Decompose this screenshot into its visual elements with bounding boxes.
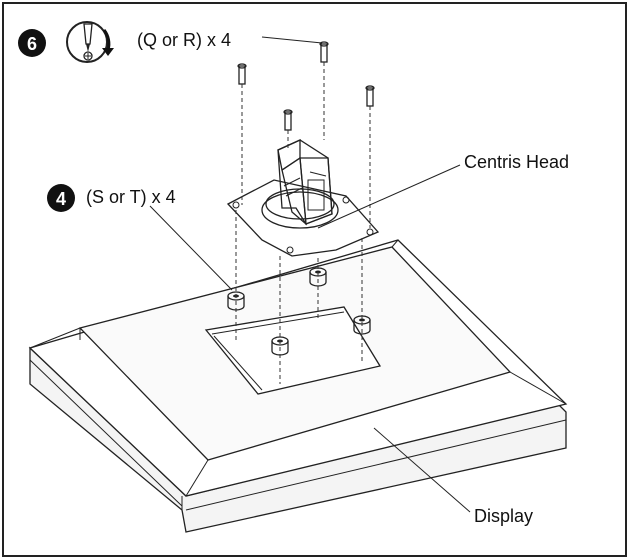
step-6-leader [261,36,323,44]
screwdriver-rotate-icon [66,21,114,63]
display-leader [373,427,471,513]
centris-head-label: Centris Head [464,152,569,172]
display-label: Display [474,506,533,526]
head-leader [317,164,461,229]
step-6-badge: 6 [18,29,46,57]
step-6-number: 6 [27,34,37,54]
step-4-number: 4 [56,189,66,209]
centris-head [226,138,380,257]
step-6-quantity: (Q or R) x 4 [137,30,231,50]
display-panel [28,239,568,533]
step-4-quantity: (S or T) x 4 [86,187,176,207]
alignment-lines [235,62,371,384]
step-4-leader [149,205,233,291]
step-4-badge: 4 [47,184,75,212]
